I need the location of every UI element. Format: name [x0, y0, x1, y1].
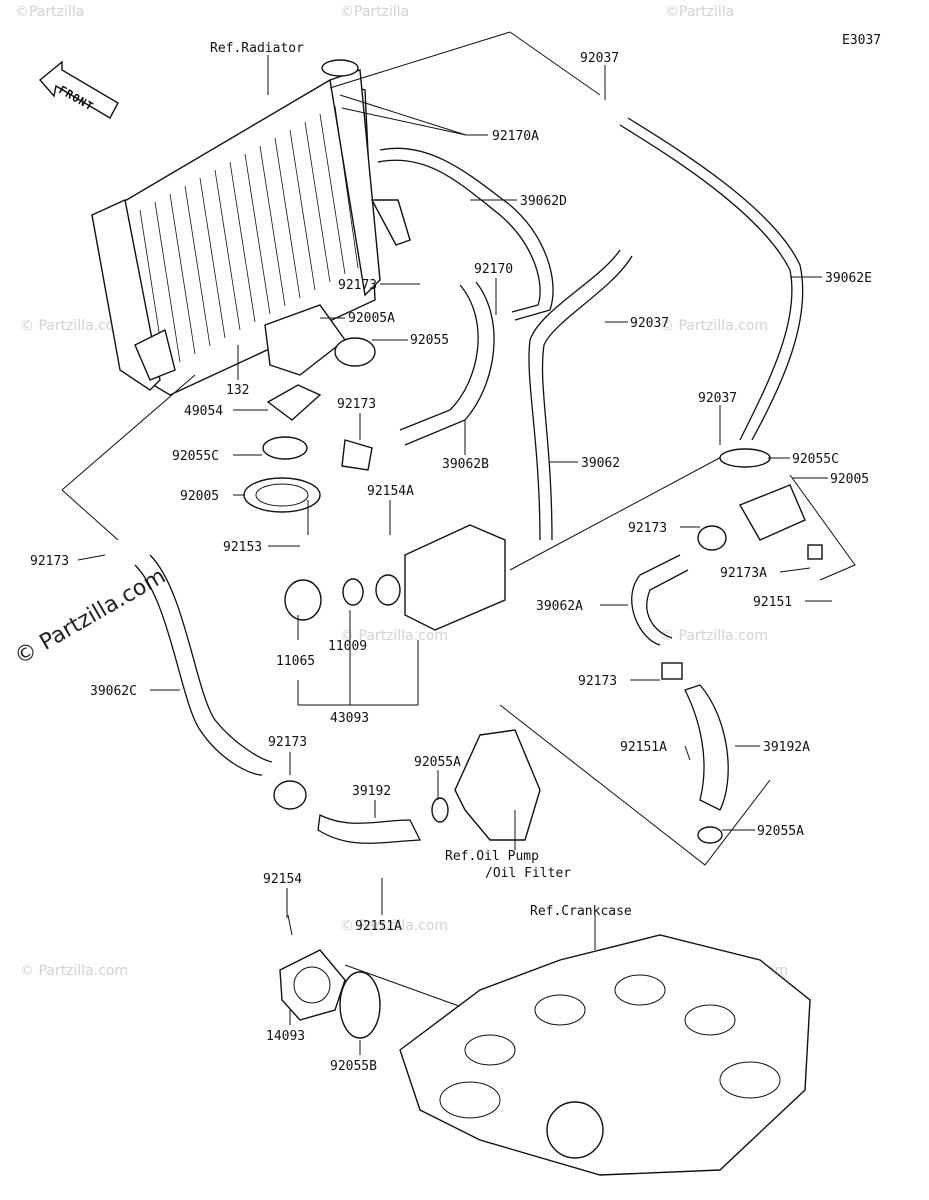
part-label[interactable]: 92055A: [757, 824, 804, 839]
part-label[interactable]: 11065: [276, 654, 315, 669]
part-label[interactable]: 39062C: [90, 684, 137, 699]
part-label[interactable]: 92170A: [492, 129, 539, 144]
part-label[interactable]: 39192: [352, 784, 391, 799]
part-label[interactable]: 92037: [630, 316, 669, 331]
part-label[interactable]: 92173: [628, 521, 667, 536]
part-label[interactable]: 39062E: [825, 271, 872, 286]
part-label[interactable]: 92173: [338, 278, 377, 293]
oil-pump: [273, 729, 723, 844]
part-label[interactable]: 92037: [580, 51, 619, 66]
part-label[interactable]: 92151: [753, 595, 792, 610]
part-label[interactable]: 92055: [410, 333, 449, 348]
part-label[interactable]: 92005: [180, 489, 219, 504]
ref-oil-pump-label: Ref.Oil Pump: [445, 849, 539, 864]
watermark: © Partzilla.com: [340, 628, 448, 644]
watermark: © Partzilla.com: [20, 963, 128, 979]
watermark: © Partzilla.com: [660, 628, 768, 644]
part-label[interactable]: 39192A: [763, 740, 810, 755]
watermark: ©Partzilla: [665, 4, 734, 20]
part-label[interactable]: 92005A: [348, 311, 395, 326]
watermark: ©Partzilla: [15, 4, 84, 20]
part-label[interactable]: 92173: [578, 674, 617, 689]
part-label[interactable]: 49054: [184, 404, 223, 419]
right-elbow: [661, 448, 823, 680]
part-labels: 92037 92170A 39062D 92173 92170 39062E 9…: [30, 51, 872, 1074]
part-label[interactable]: 39062D: [520, 194, 567, 209]
ref-crankcase-label: Ref.Crankcase: [530, 904, 632, 919]
part-label[interactable]: 43093: [330, 711, 369, 726]
part-label[interactable]: 92005: [830, 472, 869, 487]
ref-radiator-label: Ref.Radiator: [210, 41, 304, 56]
front-arrow-icon: FRONT: [38, 60, 119, 119]
part-label[interactable]: 92170: [474, 262, 513, 277]
diagram-code: E3037: [842, 33, 881, 48]
part-label[interactable]: 92055A: [414, 755, 461, 770]
part-label[interactable]: 132: [226, 383, 249, 398]
part-label[interactable]: 92153: [223, 540, 262, 555]
part-label[interactable]: 92173A: [720, 566, 767, 581]
watermark: © Partzilla.com: [340, 918, 448, 934]
crankcase: [399, 934, 811, 1176]
part-label[interactable]: 92055B: [330, 1059, 377, 1074]
part-label[interactable]: 11009: [328, 639, 367, 654]
part-label[interactable]: 39062B: [442, 457, 489, 472]
leader-lines: [77, 65, 832, 1055]
water-pump: [279, 914, 381, 1039]
part-label[interactable]: 92037: [698, 391, 737, 406]
part-label[interactable]: 92154: [263, 872, 302, 887]
guide-lines: [61, 31, 856, 1011]
part-label[interactable]: 92173: [30, 554, 69, 569]
thermostat-housing: [243, 304, 376, 513]
part-label[interactable]: 92151A: [620, 740, 667, 755]
watermark: ©Partzilla: [340, 4, 409, 20]
hoses: [134, 117, 804, 844]
watermark: © Partzilla.com: [20, 318, 128, 334]
part-label[interactable]: 92055C: [792, 452, 839, 467]
part-label[interactable]: 92055C: [172, 449, 219, 464]
watermarks: ©Partzilla ©Partzilla ©Partzilla © Partz…: [11, 4, 789, 979]
part-label[interactable]: 92173: [268, 735, 307, 750]
watermark: © Partzilla.com: [660, 318, 768, 334]
part-label[interactable]: 39062A: [536, 599, 583, 614]
part-label[interactable]: 14093: [266, 1029, 305, 1044]
part-label[interactable]: 92173: [337, 397, 376, 412]
reservoir-tank: [284, 524, 506, 631]
ref-oil-filter-label: /Oil Filter: [485, 866, 571, 881]
part-label[interactable]: 92151A: [355, 919, 402, 934]
part-label[interactable]: 39062: [581, 456, 620, 471]
part-label[interactable]: 92154A: [367, 484, 414, 499]
